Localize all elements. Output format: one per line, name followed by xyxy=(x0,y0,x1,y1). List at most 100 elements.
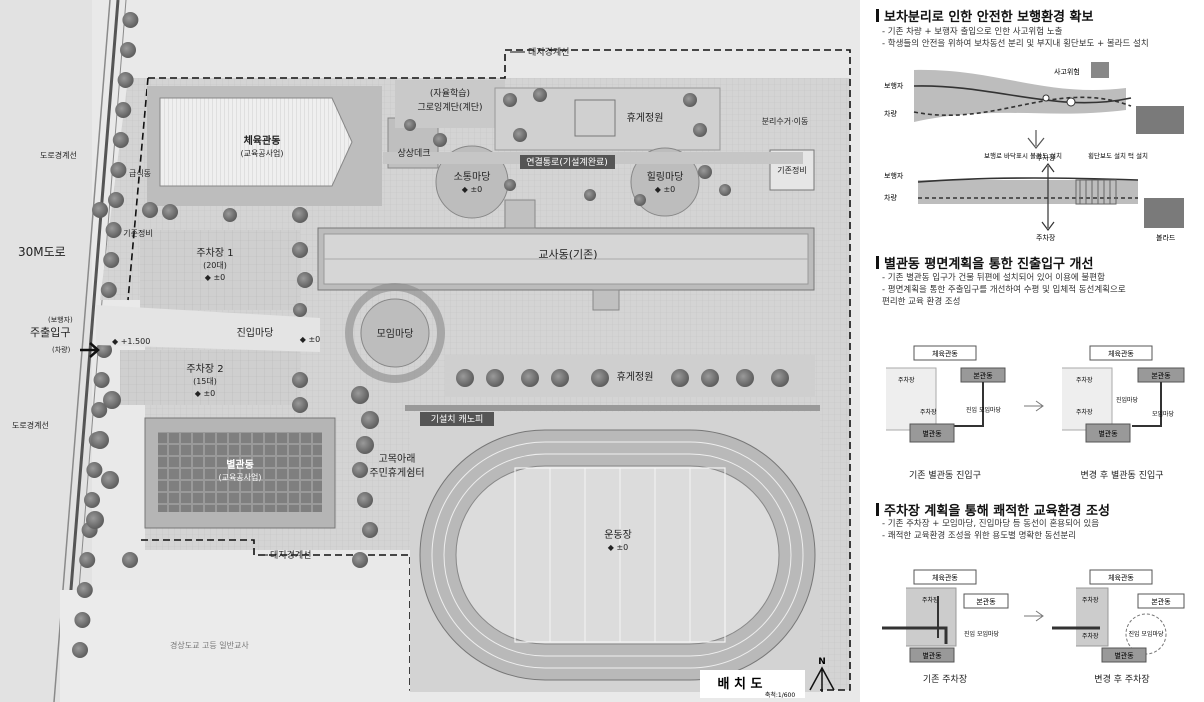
tree-icon xyxy=(105,222,122,238)
tree-icon xyxy=(110,162,127,178)
rest-garden-upper-label: 휴게정원 xyxy=(627,112,664,124)
tree-icon xyxy=(456,369,474,387)
tree-icon xyxy=(112,132,129,148)
tree-icon xyxy=(292,372,308,388)
tree-icon xyxy=(486,369,504,387)
s3-caption-right: 변경 후 주차장 xyxy=(1094,675,1150,685)
entry-plaza-level: ◆ ±0 xyxy=(300,335,321,344)
s2-right-annex: 별관동 xyxy=(1098,429,1118,438)
s2-left-main: 본관동 xyxy=(973,371,993,380)
s2-left-annex: 별관동 xyxy=(922,429,942,438)
gather-plaza-label: 모임마당 xyxy=(377,327,414,340)
entrance-level: ◆ +1.500 xyxy=(112,337,150,346)
playground-level: ◆ ±0 xyxy=(608,543,629,552)
tree-icon xyxy=(86,511,104,529)
gather-plaza xyxy=(345,283,445,383)
annex-building xyxy=(144,417,336,529)
tree-icon xyxy=(591,369,609,387)
healing-plaza-label: 힐링마당 xyxy=(647,170,684,183)
tree-icon xyxy=(76,582,93,598)
tree-icon xyxy=(297,272,313,288)
diag-risk-label: 사고위험 xyxy=(1054,67,1080,76)
explanation-panel: 보차분리로 인한 안전한 보행환경 확보 - 기존 차량 + 보행자 출입으로 … xyxy=(866,0,1204,702)
tree-icon xyxy=(551,369,569,387)
diag-parking-top: 주차장 xyxy=(1036,153,1056,162)
parking2-level: ◆ ±0 xyxy=(195,389,216,398)
site-plan: 체육관동 (교육공사업) 교사동(기존) 별관동 (교육공사업) 급식동 기존정… xyxy=(0,0,860,702)
tree-icon xyxy=(736,369,754,387)
tree-icon xyxy=(513,128,527,142)
s2-caption-right: 변경 후 별관동 진입구 xyxy=(1080,471,1164,481)
road-label: 30M도로 xyxy=(18,245,66,259)
tree-icon xyxy=(357,492,373,508)
road-boundary-top-label: 도로경계선 xyxy=(40,150,77,160)
s2-caption-left: 기존 별관동 진입구 xyxy=(909,471,981,481)
tree-icon xyxy=(683,93,697,107)
entrance-arrow-icon xyxy=(80,342,100,358)
plan-scale: 축척:1/600 xyxy=(765,691,796,699)
diag-car-label: 차량 xyxy=(884,109,897,118)
deck-label: 상상데크 xyxy=(397,148,430,159)
tree-icon xyxy=(719,184,731,196)
tree-icon xyxy=(108,192,124,208)
learning-label: (자율학습) xyxy=(430,88,470,99)
diag-parking-bottom: 주차장 xyxy=(1036,233,1056,242)
tree-icon xyxy=(92,202,108,218)
commune-plaza-label: 소통마당 xyxy=(454,171,491,183)
s2-left-gym: 체육관동 xyxy=(932,349,958,358)
tree-icon xyxy=(120,42,136,58)
tree-icon xyxy=(115,102,132,118)
tree-icon xyxy=(693,123,707,137)
s3-left-entry: 진입 모임마당 xyxy=(964,630,1000,638)
entry-plaza-label: 진입마당 xyxy=(237,326,274,339)
s2-right-gather: 모임마당 xyxy=(1152,410,1175,418)
community-label: 고목아래 xyxy=(379,453,416,465)
parking1-count: (20대) xyxy=(203,261,227,270)
diag-ped2-label: 보행자 xyxy=(884,171,904,180)
tree-icon xyxy=(292,207,308,223)
section1-bullets: - 기존 차량 + 보행자 출입으로 인한 사고위험 노출 - 학생들의 안전을… xyxy=(882,26,1149,50)
learning-sublabel: 그로잉계단(계단) xyxy=(418,101,483,113)
tree-icon xyxy=(584,189,596,201)
road-boundary-bottom-label: 도로경계선 xyxy=(12,420,49,430)
s3-left-gym: 체육관동 xyxy=(932,573,958,582)
parking2-label: 주차장 2 xyxy=(186,363,223,375)
tree-icon xyxy=(533,88,547,102)
commune-plaza-level: ◆ ±0 xyxy=(462,185,483,194)
north-label: N xyxy=(818,657,826,667)
tree-icon xyxy=(352,462,368,478)
tree-icon xyxy=(74,612,91,628)
playground xyxy=(410,412,820,692)
main-building xyxy=(317,199,815,311)
tree-icon xyxy=(122,552,138,568)
s2-right-parking: 주차장 xyxy=(1076,376,1093,384)
tree-icon xyxy=(433,133,447,147)
tree-icon xyxy=(634,194,646,206)
annex-label: 별관동 xyxy=(226,458,254,471)
tree-icon xyxy=(503,93,517,107)
site-boundary-top-label: 대지경계선 xyxy=(528,46,569,58)
tree-icon xyxy=(162,204,178,220)
section1-title: 보차분리로 인한 안전한 보행환경 확보 xyxy=(876,6,1093,25)
tree-icon xyxy=(103,391,121,409)
tree-icon xyxy=(223,208,237,222)
playground-label: 운동장 xyxy=(604,529,632,541)
section3-diagram: 체육관동 주차장 본관동 진입 모임마당 별관동 체육관동 주차장 주차장 본관… xyxy=(882,569,1185,663)
section1-diagram: 보행자 차량 사고위험 보행자 차량 보행로 바닥표시 볼라드 설치 횡단보도 … xyxy=(884,62,1184,242)
tree-icon xyxy=(671,369,689,387)
s3-right-parking: 주차장 xyxy=(1082,596,1099,604)
tree-icon xyxy=(91,402,108,418)
parking-1 xyxy=(140,230,300,310)
s2-left-parking2: 주차장 xyxy=(920,408,937,416)
bullet: - 기존 별관동 입구가 건물 뒤편에 설치되어 있어 이용에 불편함 xyxy=(882,273,1105,283)
s2-right-main: 본관동 xyxy=(1151,371,1171,380)
tree-icon xyxy=(122,12,139,28)
diag-bollard-label: 볼라드 xyxy=(1156,233,1176,242)
canopy-label: 기설치 캐노피 xyxy=(431,413,484,425)
tree-icon xyxy=(352,552,368,568)
tree-icon xyxy=(93,372,110,388)
s2-right-parking2: 주차장 xyxy=(1076,408,1093,416)
s2-left-entry: 진입 모임마당 xyxy=(966,406,1002,414)
corridor-label: 연결통로(기설계완료) xyxy=(526,156,608,168)
diag-ped-label: 보행자 xyxy=(884,81,904,90)
